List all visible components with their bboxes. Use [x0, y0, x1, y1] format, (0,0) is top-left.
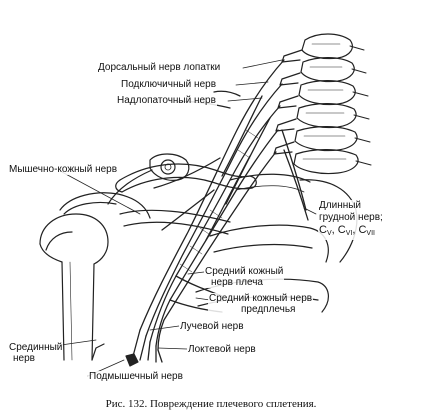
label-musculocutaneous-nerve: Мышечно-кожный нерв	[8, 164, 119, 175]
cervical-spine	[273, 33, 372, 175]
label-dorsal-scapular-nerve: Дорсальный нерв лопатки	[97, 62, 222, 73]
label-medial-cutaneous-forearm-nerve: Средний кожный нерв предплечья	[208, 293, 314, 315]
label-median-line1: Срединный	[9, 342, 63, 353]
root-c6-sub: VI	[345, 230, 353, 237]
label-median-nerve: Срединный нерв	[8, 342, 64, 364]
label-subclavian-nerve: Подключичный нерв	[120, 79, 218, 90]
root-c5-sub: V	[326, 230, 332, 237]
figure-caption: Рис. 132. Повреждение плечевого сплетени…	[105, 398, 317, 410]
label-long-thoracic-roots: CV, CVI, CVII	[319, 224, 375, 237]
root-c7: C	[358, 224, 367, 236]
ribs	[195, 173, 358, 313]
label-axillary-nerve: Подмышечный нерв	[88, 371, 184, 382]
root-c7-sub: VII	[366, 230, 375, 237]
label-ulnar-nerve: Локтевой нерв	[187, 344, 257, 355]
label-medial-cutaneous-arm-nerve: Средний кожный нерв плеча	[204, 266, 285, 288]
label-medial-cutaneous-forearm-line2: предплечья	[241, 304, 296, 315]
root-c6: C	[337, 224, 346, 236]
humerus	[39, 213, 109, 361]
label-long-thoracic-line2: грудной нерв;	[319, 212, 383, 223]
label-radial-nerve: Лучевой нерв	[179, 321, 245, 332]
label-medial-cutaneous-forearm-line1: Средний кожный нерв	[209, 293, 313, 304]
label-suprascapular-nerve: Надлопаточный нерв	[116, 95, 217, 106]
root-c5: C	[319, 224, 327, 236]
label-medial-cutaneous-arm-line2: нерв плеча	[211, 277, 263, 288]
label-median-line2: нерв	[13, 353, 35, 364]
label-long-thoracic-line1: Длинный	[319, 200, 362, 211]
plexus-nerves	[131, 59, 309, 363]
label-long-thoracic-nerve: Длинный грудной нерв; CV, CVI, CVII	[318, 200, 384, 240]
forearm-end	[91, 343, 139, 367]
label-medial-cutaneous-arm-line1: Средний кожный	[205, 266, 284, 277]
